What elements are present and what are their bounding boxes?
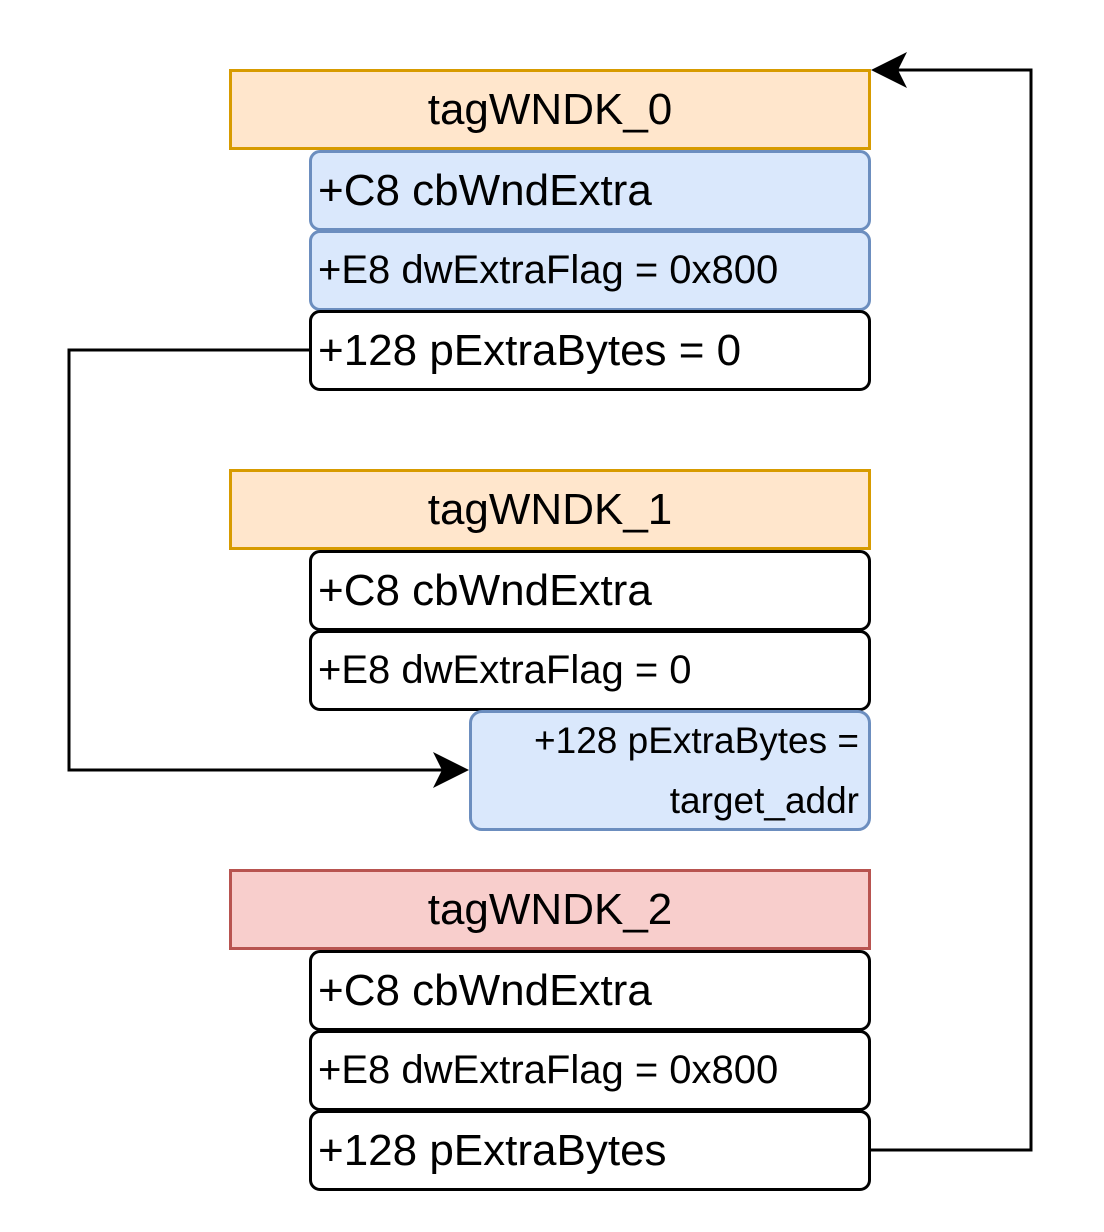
struct-title: tagWNDK_1 <box>427 484 673 534</box>
struct-header-wndk0: tagWNDK_0 <box>229 69 871 150</box>
field-dwextraflag-wndk2: +E8 dwExtraFlag = 0x800 <box>309 1030 871 1111</box>
field-label-line2: target_addr <box>669 779 859 821</box>
field-label: +128 pExtraBytes = 0 <box>318 325 742 375</box>
field-label: +C8 cbWndExtra <box>318 965 652 1015</box>
field-label: +C8 cbWndExtra <box>318 565 652 615</box>
arrowhead-target-addr <box>433 752 469 788</box>
arrow-wndk2-to-wndk0 <box>871 68 1033 1152</box>
field-dwextraflag-wndk1: +E8 dwExtraFlag = 0 <box>309 630 871 711</box>
struct-header-wndk1: tagWNDK_1 <box>229 469 871 550</box>
field-label: +E8 dwExtraFlag = 0x800 <box>318 248 779 292</box>
field-cbwndextra-wndk0: +C8 cbWndExtra <box>309 150 871 231</box>
struct-header-wndk2: tagWNDK_2 <box>229 869 871 950</box>
field-label: +E8 dwExtraFlag = 0x800 <box>318 1048 779 1092</box>
arrow-wndk0-to-target-addr <box>67 348 466 772</box>
field-pextrabytes-wndk2: +128 pExtraBytes <box>309 1110 871 1191</box>
field-label-line1: +128 pExtraBytes = <box>534 719 859 761</box>
field-cbwndextra-wndk1: +C8 cbWndExtra <box>309 550 871 631</box>
arrowhead-wndk0 <box>871 52 907 88</box>
field-dwextraflag-wndk0: +E8 dwExtraFlag = 0x800 <box>309 230 871 311</box>
struct-title: tagWNDK_0 <box>427 84 673 134</box>
field-label: +E8 dwExtraFlag = 0 <box>318 648 692 692</box>
field-pextrabytes-wndk0: +128 pExtraBytes = 0 <box>309 310 871 391</box>
field-pextrabytes-wndk1: +128 pExtraBytes = target_addr <box>469 710 871 831</box>
field-cbwndextra-wndk2: +C8 cbWndExtra <box>309 950 871 1031</box>
field-label: +C8 cbWndExtra <box>318 165 652 215</box>
field-label: +128 pExtraBytes <box>318 1125 667 1175</box>
struct-title: tagWNDK_2 <box>427 884 673 934</box>
